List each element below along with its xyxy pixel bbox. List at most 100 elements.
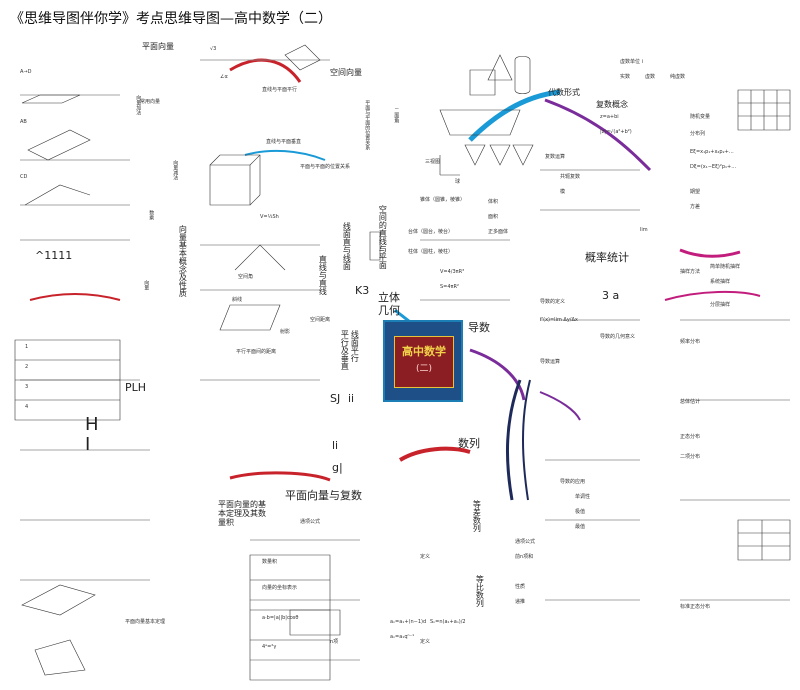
label-lim: lim: [640, 227, 648, 233]
label-space-angle: 空间角: [238, 274, 254, 280]
label-conj: 共轭复数: [560, 174, 581, 180]
magenta-arc-prob2: [664, 290, 761, 301]
label-a3: 3 a: [602, 289, 620, 302]
label-four: 4: [25, 404, 29, 410]
label-reals: 实数: [620, 74, 631, 80]
label-two: 2: [25, 364, 29, 370]
label-property: 性质: [515, 584, 526, 590]
branch-complex-concept: 复数概念: [596, 100, 628, 109]
label-freq-dist: 频率分布: [680, 339, 701, 345]
branch-plane-vectors-complex: 平面向量与复数: [285, 489, 362, 502]
purple-arc-derivative2: [539, 391, 581, 421]
label-area: 面积: [488, 214, 499, 220]
label-complex-ops: 复数运算: [545, 154, 566, 160]
label-modulus: 模: [560, 189, 566, 195]
label-binomial: 二项分布: [680, 454, 701, 460]
label-li: li: [332, 439, 339, 452]
label-distribution: 分布列: [690, 131, 706, 137]
label-deriv-op: 导数运算: [540, 359, 561, 365]
label-space-line: 空间的直线与平面: [378, 205, 388, 269]
label-normal: 正态分布: [680, 434, 701, 440]
label-ad: A→D: [20, 69, 32, 75]
branch-space-vector: 空间向量: [330, 68, 362, 77]
label-cone: 锥体（圆锥，棱锥）: [420, 197, 466, 203]
label-line-plane: 线面直与线面: [342, 222, 352, 270]
label-k3: K3: [355, 284, 370, 297]
label-expectation: 期望: [690, 189, 701, 195]
label-sj: SJ: [330, 392, 341, 405]
red-arc-vectors: [229, 58, 302, 83]
branch-derivative: 导数: [468, 321, 490, 334]
label-plh: PLH: [125, 381, 147, 394]
central-topic: 高中数学 (二): [383, 320, 463, 402]
label-an-formula: aₙ=a₁+(n−1)d: [390, 619, 427, 625]
label-variance: 方差: [690, 204, 701, 210]
label-dot-formula: a·b=|a||b|cosθ: [262, 615, 299, 621]
label-total-est: 总体估计: [680, 399, 701, 405]
label-max-min: 最值: [575, 524, 586, 530]
branch-probability: 概率统计: [585, 251, 629, 264]
purple-arc-prob: [544, 98, 652, 172]
label-vector-sym: 向量: [143, 280, 150, 290]
label-recursive: 递推: [515, 599, 526, 605]
label-simple-random: 简单随机抽样: [710, 264, 741, 270]
label-monotone: 单调性: [575, 494, 591, 500]
label-vol-cone: V=⅓Sh: [260, 214, 279, 220]
branch-sequence: 数列: [458, 437, 480, 450]
label-deriv-geo: 导数的几何意义: [600, 334, 636, 340]
label-line-plane-parallel: 直线与平面平行: [262, 87, 298, 93]
label-plane-plane: 平面与平面的位置关系: [364, 100, 371, 150]
label-sum: 前n项和: [515, 554, 534, 560]
label-line-plane-relation: 直线与平面垂直: [266, 139, 302, 145]
label-vol-sphere: V=4/3πR³: [440, 269, 465, 275]
label-line-line: 直线与直线: [318, 255, 328, 295]
label-system-sample: 系统抽样: [710, 279, 731, 285]
central-topic-subtitle: (二): [415, 364, 433, 374]
label-sn-formula: Sₙ=n(a₁+aₙ)/2: [430, 619, 466, 625]
label-equal-diff: 等差数列: [472, 500, 482, 532]
label-planar-basic: 平面向量的基本定理及其数量积: [218, 500, 266, 528]
label-dihedral: 二面角: [393, 108, 400, 123]
red-arc-left: [29, 293, 121, 301]
label-equal-ratio: 等比数列: [475, 575, 485, 607]
label-random-var: 随机变量: [690, 114, 711, 120]
blue-arc-top: [244, 149, 326, 161]
label-var-formula: Dξ=(x₁−Eξ)²p₁+…: [690, 164, 737, 170]
label-common-vector: 常用向量: [140, 99, 161, 105]
label-parallel-vertical: 平行及垂直: [340, 330, 350, 370]
label-deriv-app: 导数的应用: [560, 479, 586, 485]
red-arc-sequence: [398, 446, 471, 462]
label-regular: 正多面体: [488, 229, 509, 235]
branch-solid-geometry: 立体 几何: [378, 291, 400, 317]
label-projection: 射影: [280, 329, 291, 335]
page-title: 《思维导图伴你学》考点思维导图—高中数学（二）: [10, 11, 332, 27]
label-definition: 定义: [420, 554, 431, 560]
label-dot-product: 数量积: [262, 559, 278, 565]
purple-arc-derivative: [469, 348, 526, 401]
label-definition-2: 定义: [420, 639, 431, 645]
label-deriv-def: 导数的定义: [540, 299, 566, 305]
label-distance: 空间距离: [310, 317, 331, 323]
label-frustum: 台体（圆台，棱台）: [408, 229, 454, 235]
label-scalar-mult: 数乘: [148, 210, 155, 220]
label-sqrt3: √3: [210, 46, 217, 52]
navy-arc-derivative: [505, 379, 522, 501]
label-extremum: 极值: [575, 509, 586, 515]
label-four-a: 4ᵃ=²γ: [262, 644, 277, 650]
label-g: g|: [332, 461, 343, 474]
branch-algebra-form: 代数形式: [548, 88, 580, 97]
label-three: 3: [25, 384, 29, 390]
label-inclined-line: 斜线: [232, 297, 243, 303]
label-one: 1: [25, 344, 29, 350]
blue-arc-complex: [468, 89, 561, 142]
label-planar-basic-short: 平面向量基本定理: [125, 619, 166, 625]
label-line-plane-parallel-prop: 线面平行: [350, 330, 360, 362]
label-vector-basic: 向量基本概念及性质: [178, 225, 188, 297]
label-hi: H I: [85, 414, 99, 455]
label-volume: 体积: [488, 199, 499, 205]
label-i-unit: 虚数单位 i: [620, 59, 643, 65]
label-k1111: ^1111: [35, 249, 73, 262]
label-sphere: 球: [455, 179, 461, 185]
